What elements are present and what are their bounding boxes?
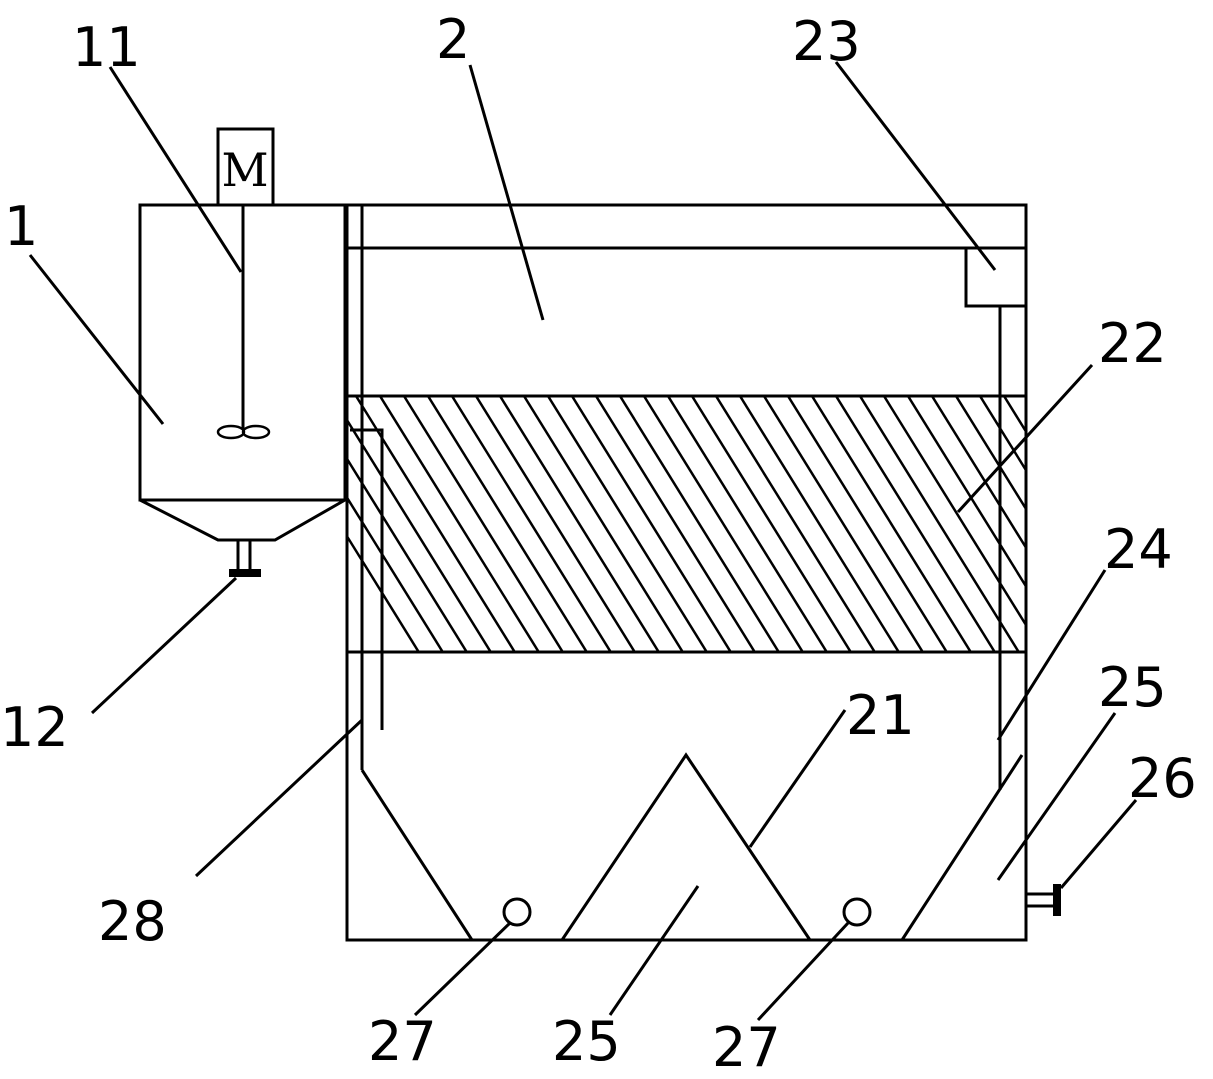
callout-labels: 1 11 2 23 22 24 25 26 21 12 28 27 25 27 [0, 8, 1197, 1079]
outlet-valve-26 [1026, 884, 1061, 916]
hatch-line [930, 396, 1026, 550]
callout-24: 24 [1104, 518, 1173, 581]
hatch-line [378, 396, 540, 652]
leader-25-right [996, 712, 1117, 881]
hatch-line [906, 396, 1026, 589]
hatch-line [348, 535, 420, 652]
leader-2 [468, 64, 545, 321]
leader-27-left [413, 921, 512, 1017]
hatch-line [858, 396, 1020, 652]
leader-23 [834, 61, 997, 271]
hatch-line [978, 396, 1026, 473]
hatch-line [426, 396, 588, 652]
hatch-line [348, 496, 444, 652]
callout-25-center: 25 [552, 1010, 621, 1073]
aeration-pipe-27-left [502, 897, 532, 927]
hatch-line [354, 396, 516, 652]
hatch-line [474, 396, 636, 652]
mixing-tank: M [138, 127, 347, 577]
callout-27-left: 27 [368, 1010, 437, 1073]
hatch-line [498, 396, 660, 652]
callout-2: 2 [436, 8, 470, 71]
leader-21 [748, 709, 847, 848]
hatch-line [522, 396, 684, 652]
callout-26: 26 [1128, 747, 1197, 810]
hatch-line [882, 396, 1026, 628]
leader-1 [28, 254, 165, 425]
leader-lines [28, 61, 1138, 1022]
callout-12: 12 [0, 696, 69, 759]
center-cone-21 [560, 752, 812, 941]
leader-26 [1059, 799, 1138, 889]
hatch-line [810, 396, 972, 652]
hatch-line [450, 396, 612, 652]
leader-28 [194, 718, 364, 878]
callout-27-right: 27 [712, 1016, 781, 1079]
hopper-left-slope [360, 769, 474, 941]
hatch-line [714, 396, 876, 652]
hatch-line [786, 396, 948, 652]
inner-pipe-28 [350, 428, 384, 730]
hatch-line [954, 396, 1026, 512]
aeration-pipe-27-right [842, 897, 872, 927]
mixing-tank-cone [139, 498, 346, 542]
hopper-right-slope [900, 754, 1024, 941]
hatch-line [348, 458, 468, 652]
leader-24 [996, 569, 1107, 741]
hatch-line [546, 396, 708, 652]
stirrer-impeller-icon [216, 424, 271, 440]
leader-12 [90, 576, 238, 715]
leader-27-right [756, 921, 850, 1022]
hatch-line [738, 396, 900, 652]
main-tank [345, 203, 1061, 942]
callout-23: 23 [792, 10, 861, 73]
hatch-line [834, 396, 996, 652]
leader-11 [108, 66, 243, 273]
hatch-line [402, 396, 564, 652]
hatch-line [618, 396, 780, 652]
hatch-line [348, 419, 492, 652]
callout-22: 22 [1098, 312, 1167, 375]
callout-11: 11 [72, 16, 141, 79]
leader-22 [956, 363, 1094, 514]
callout-1: 1 [4, 195, 38, 258]
drain-valve-12 [229, 540, 261, 577]
hatch-line [762, 396, 924, 652]
overflow-box-23 [964, 246, 1028, 308]
packing-layer-22 [347, 394, 1026, 654]
hatch-line [690, 396, 852, 652]
packing-hatch [348, 396, 1026, 652]
hatch-line [642, 396, 804, 652]
leader-25-center [608, 885, 700, 1016]
hatch-line [666, 396, 828, 652]
main-tank-outline [345, 203, 1028, 942]
hatch-line [594, 396, 756, 652]
callout-21: 21 [846, 684, 915, 747]
callout-25-right: 25 [1098, 656, 1167, 719]
hatch-line [570, 396, 732, 652]
motor-label: M [221, 143, 268, 197]
callout-28: 28 [98, 890, 167, 953]
